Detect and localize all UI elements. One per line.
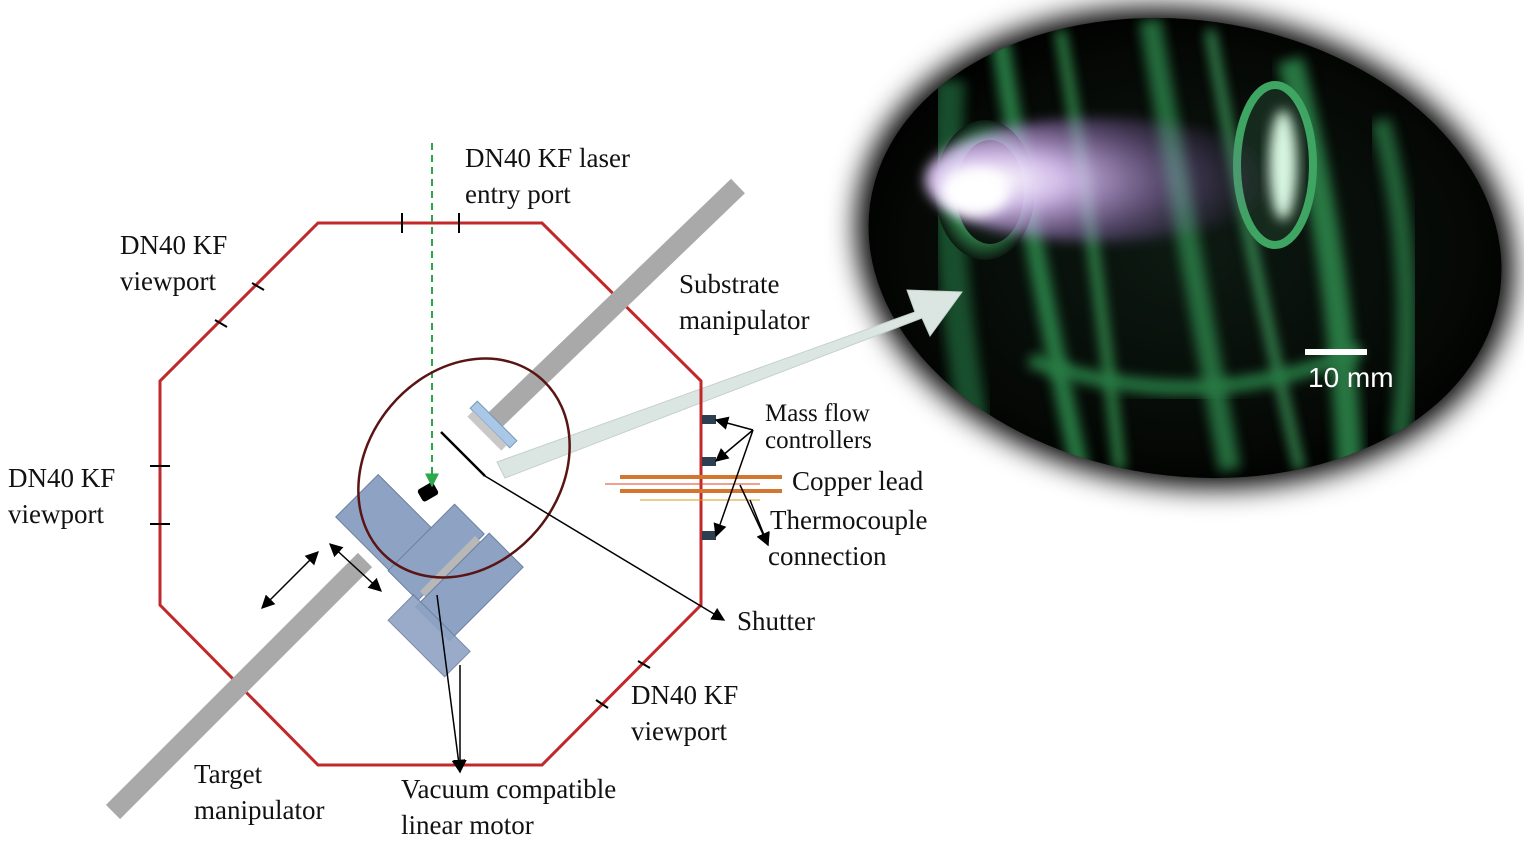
mass-flow-label-2: controllers <box>765 427 872 454</box>
mass-flow-controllers <box>702 415 716 540</box>
callout-arrow <box>496 289 963 479</box>
target-manipulator-label-2: manipulator <box>194 795 324 825</box>
copper-lead-label: Copper lead <box>792 466 924 496</box>
viewport-bottom-right-label-1: DN40 KF <box>631 680 738 710</box>
port-ticks <box>150 213 651 709</box>
thermocouple-label-2: connection <box>768 541 887 571</box>
scale-bar <box>1305 349 1367 355</box>
shutter-label: Shutter <box>737 606 815 636</box>
scale-bar-label: 10 mm <box>1308 362 1394 393</box>
callout-ellipse <box>357 357 571 579</box>
target-manipulator-rod <box>105 552 373 820</box>
viewport-left-label-1: DN40 KF <box>8 463 115 493</box>
substrate-manipulator-label-2: manipulator <box>679 305 809 335</box>
mass-flow-label-1: Mass flow <box>765 400 870 427</box>
chamber-wall <box>158 221 703 767</box>
viewport-left-label-2: viewport <box>8 499 104 529</box>
laser-port-label-2: entry port <box>465 179 571 209</box>
substrate-manipulator-rod <box>488 178 745 428</box>
substrate-holder <box>467 400 518 451</box>
laser-port-label-1: DN40 KF laser <box>465 143 630 173</box>
target-manipulator-label-1: Target <box>194 759 263 789</box>
copper-lead <box>605 475 782 501</box>
substrate-manipulator-label-1: Substrate <box>679 269 780 299</box>
shutter-blade <box>440 431 486 477</box>
target-block <box>417 482 439 502</box>
linear-motor-label-1: Vacuum compatible <box>401 774 616 804</box>
linear-motor-label-2: linear motor <box>401 810 534 840</box>
viewport-top-left-label-2: viewport <box>120 266 216 296</box>
linear-motor <box>335 473 524 678</box>
plasma-plume <box>925 118 1275 242</box>
viewport-top-left-label-1: DN40 KF <box>120 230 227 260</box>
viewport-bottom-right-label-2: viewport <box>631 716 727 746</box>
leader-arrows <box>261 416 770 774</box>
plasma-photo: 10 mm <box>840 0 1524 500</box>
thermocouple-label-1: Thermocouple <box>770 505 927 535</box>
